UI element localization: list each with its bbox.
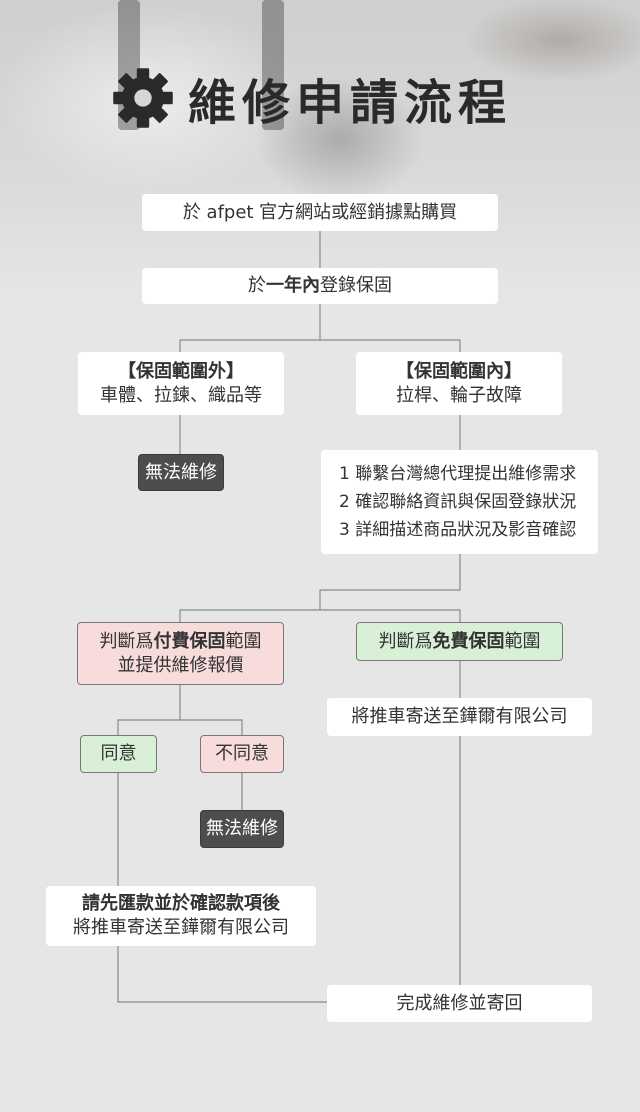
gear-icon [113,68,173,128]
register-text: 於一年內登錄保固 [248,274,392,298]
cannot-repair-text-2: 無法維修 [206,818,278,839]
purchase-box: 於 afpet 官方網站或經銷據點購買 [142,194,498,231]
complete-box: 完成維修並寄回 [327,985,592,1022]
pay-first-text: 請先匯款並於確認款項後 [82,893,280,914]
register-bold: 一年內 [266,275,320,296]
free-bold: 免費保固 [432,630,505,652]
connector-to-agree [117,685,181,735]
free-suffix: 範圍 [504,630,541,652]
connector-to-paid [179,554,461,622]
ship-free-box: 將推車寄送至鏵爾有限公司 [327,698,592,736]
free-warranty-box: 判斷爲免費保固範圍 [356,622,563,661]
complete-text: 完成維修並寄回 [396,992,523,1014]
connector-to-inside [320,339,461,352]
disagree-box: 不同意 [200,735,284,773]
cannot-repair-badge-2: 無法維修 [200,810,284,848]
disagree-text: 不同意 [215,743,269,764]
paid-suffix: 範圍 [225,630,262,652]
connector-pay-complete [117,946,327,1003]
inside-title: 【保固範圍內】 [396,360,522,382]
paid-warranty-box: 判斷爲付費保固範圍 並提供維修報價 [77,622,284,685]
ship-paid-text: 將推車寄送至鏵爾有限公司 [73,917,289,938]
paid-bold: 付費保固 [153,630,226,652]
repair-steps-box: 1 聯繫台灣總代理提出維修需求 2 確認聯絡資訊與保固登錄狀況 3 詳細描述商品… [321,450,598,554]
connector-to-disagree [180,719,243,735]
connector-to-outside [179,303,321,352]
title-text: 維修申請流程 [188,75,513,131]
inside-warranty-box: 【保固範圍內】 拉桿、輪子故障 [356,352,562,415]
agree-box: 同意 [80,735,157,773]
free-line: 判斷爲免費保固範圍 [379,630,541,654]
step-2: 2 確認聯絡資訊與保固登錄狀況 [339,492,577,512]
cannot-repair-text: 無法維修 [145,461,217,483]
ship-free-text: 將推車寄送至鏵爾有限公司 [351,706,568,727]
agree-text: 同意 [100,743,137,764]
free-prefix: 判斷爲 [378,630,433,652]
page-title: 維修申請流程 [112,66,513,131]
step-3: 3 詳細描述商品狀況及影音確認 [339,520,577,540]
step-1: 1 聯繫台灣總代理提出維修需求 [339,464,577,484]
inside-desc: 拉桿、輪子故障 [396,384,522,406]
outside-warranty-box: 【保固範圍外】 車體、拉鍊、織品等 [78,352,284,415]
paid-prefix: 判斷爲 [99,630,154,652]
register-suffix: 登錄保固 [320,275,392,296]
cannot-repair-badge: 無法維修 [138,454,224,491]
purchase-text: 於 afpet 官方網站或經銷據點購買 [182,201,458,223]
backpack-strap-right [262,0,284,130]
paid-line-1: 判斷爲付費保固範圍 [100,630,262,654]
register-prefix: 於 [248,275,266,296]
register-box: 於一年內登錄保固 [142,268,498,304]
outside-title: 【保固範圍外】 [118,360,244,382]
outside-desc: 車體、拉鍊、織品等 [100,384,262,406]
pay-first-box: 請先匯款並於確認款項後 將推車寄送至鏵爾有限公司 [46,886,316,946]
paid-line-2: 並提供維修報價 [117,654,244,676]
connector-to-free [320,609,461,622]
